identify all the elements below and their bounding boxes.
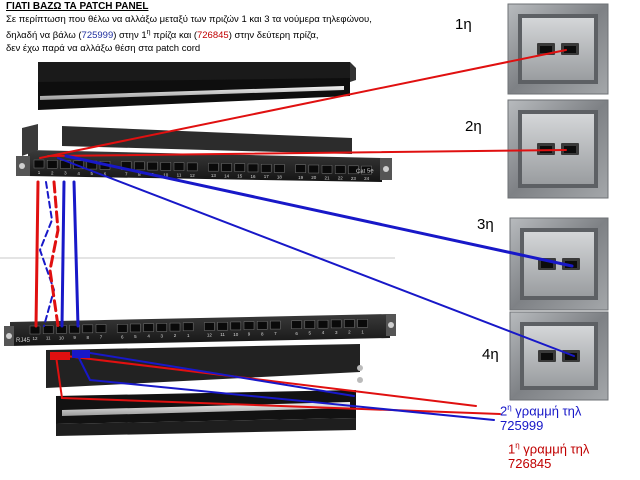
- line-2-number: 725999: [500, 418, 581, 433]
- port-number: 10: [233, 332, 239, 337]
- intro-line-1: Σε περίπτωση που θέλω να αλλάξω μεταξύ τ…: [6, 13, 372, 26]
- phone-number-blue: 725999: [82, 30, 114, 41]
- intro-line-2-part-d: ) στην δεύτερη πρίζα,: [229, 30, 319, 41]
- phone-number-red: 726845: [197, 30, 229, 41]
- wall-socket-1: [508, 4, 608, 94]
- intro-line-2-part-c: πρίζα και (: [151, 30, 197, 41]
- port-number: 11: [220, 332, 225, 337]
- bottom-cable-tray: [56, 390, 356, 436]
- line-1-number: 726845: [508, 456, 589, 471]
- port-number: 11: [177, 173, 182, 178]
- rj45-jack: [538, 350, 556, 362]
- intro-line-3: δεν έχω παρά να αλλάξω θέση στα patch co…: [6, 42, 372, 55]
- wall-socket-4: [510, 312, 608, 400]
- line-2-label: 2η γραμμή τηλ 725999: [500, 400, 581, 433]
- port-number: 14: [224, 173, 230, 178]
- port-number: 15: [237, 174, 243, 179]
- rj45-jack: [561, 43, 579, 55]
- line-2-title: 2η γραμμή τηλ: [500, 400, 581, 418]
- port-number: 20: [311, 175, 317, 180]
- port-number: 12: [32, 336, 38, 341]
- socket-label-2: 2η: [465, 118, 482, 135]
- line-2-text: γραμμή τηλ: [512, 403, 582, 418]
- socket-label-1: 1η: [455, 16, 472, 33]
- port-number: 16: [250, 174, 256, 179]
- port-number: 12: [207, 333, 213, 338]
- panel-tag: RJ45: [16, 338, 31, 344]
- port-number: 10: [59, 335, 65, 340]
- port-number: 24: [364, 176, 370, 181]
- wall-socket-2: [508, 100, 608, 198]
- port-number: 17: [264, 174, 270, 179]
- line-1-title: 1η γραμμή τηλ: [508, 438, 589, 456]
- rj45-jack: [561, 143, 579, 155]
- line-1-label: 1η γραμμή τηλ 726845: [508, 438, 589, 471]
- page-title: ΓΙΑΤΙ ΒΑΖΩ ΤΑ PATCH PANEL: [6, 1, 148, 12]
- rj45-jack: [537, 143, 555, 155]
- intro-text: Σε περίπτωση που θέλω να αλλάξω μεταξύ τ…: [6, 13, 372, 55]
- panel-tag: Cat 5e: [356, 168, 375, 175]
- socket-label-4: 4η: [482, 346, 499, 363]
- port-number: 18: [277, 174, 283, 179]
- port-number: 22: [338, 176, 344, 181]
- port-number: 19: [298, 175, 304, 180]
- intro-line-2: δηλαδή να βάλω (725999) στην 1η πρίζα κα…: [6, 26, 372, 42]
- port-number: 11: [46, 336, 51, 341]
- intro-line-2-part-b: ) στην 1: [113, 30, 146, 41]
- socket-label-3: 3η: [477, 216, 494, 233]
- port-number: 23: [351, 176, 357, 181]
- port-number: 13: [211, 173, 217, 178]
- port-number: 12: [190, 173, 196, 178]
- intro-line-2-part-a: δηλαδή να βάλω (: [6, 30, 82, 41]
- port-number: 21: [324, 175, 330, 180]
- line-1-text: γραμμή τηλ: [520, 441, 590, 456]
